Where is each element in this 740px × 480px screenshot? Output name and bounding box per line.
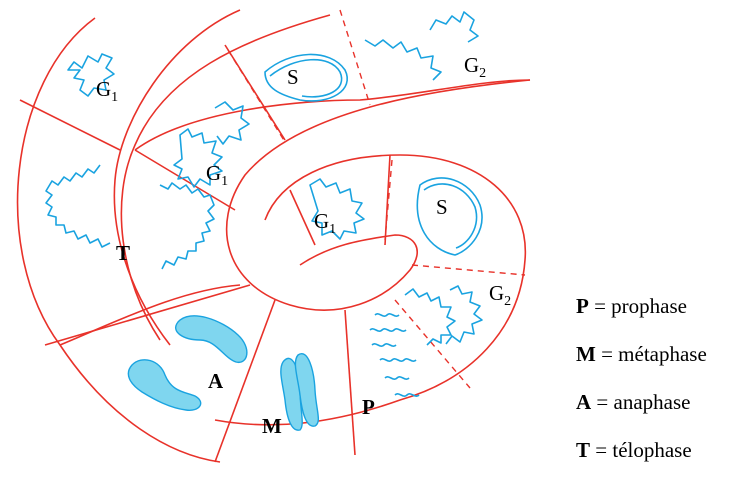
divider-t-right [134,149,236,211]
inner-ring-loop [214,154,527,426]
label-g2-inner: G2 [489,281,511,309]
label-g1-inner: G1 [314,209,336,237]
dashed-s-g2 [339,9,371,106]
label-s-inner: S [436,195,448,219]
chromosome-s-inner [416,177,483,256]
chromosome-g2-inner [404,285,483,346]
divider-a-m [214,299,276,463]
label-g1-outer: G1 [96,77,118,105]
chromosome-telophase-right [159,182,215,270]
chromosome-telophase-left [45,164,111,248]
label-p: P [362,395,375,419]
divider-m-p [344,309,356,456]
legend-key-a: A [576,390,592,414]
phase-labels: G1 S G2 G1 G1 S G2 T A M P [96,53,511,438]
legend-key-m: M [576,342,596,366]
middle-spiral-boundary [113,9,241,346]
chromosome-g2-outer [364,11,479,81]
legend-text-anaphase: anaphase [613,390,691,414]
chromosome-drawings [45,11,483,397]
chromosome-g1-middle [173,128,223,188]
chromosome-prophase [369,313,420,397]
legend-text-prophase: prophase [611,294,687,318]
dashed-inner-s [384,159,393,241]
dashed-p-g2 [394,299,471,389]
label-m: M [262,414,282,438]
dashed-inner-g2 [411,264,526,276]
chromatid-anaphase-upper [175,315,248,363]
label-t: T [116,241,130,265]
chromosome-s-outer-2 [269,58,343,98]
legend-key-p: P [576,294,589,318]
chromosome-g1-inner [309,178,365,240]
dashed-g1-s-upper [227,49,286,143]
dashed-dividers [227,9,526,389]
divider-t-left [19,99,121,151]
legend-row-prophase: P = prophase [576,294,687,318]
outer-spiral-boundary [16,17,221,463]
legend-key-t: T [576,438,591,462]
label-a: A [208,369,224,393]
chromatid-anaphase-lower [127,359,202,411]
divider-lower-t [44,284,251,346]
chromatid-metaphase-right [294,352,320,427]
legend-row-metaphase: M = métaphase [576,342,707,366]
legend-text-metaphase: métaphase [618,342,707,366]
label-g1-middle: G1 [206,161,228,189]
chromatids [127,315,320,431]
chromosome-g1-outer [67,53,115,97]
phase-legend: P = prophase M = métaphase A = anaphase … [576,288,740,480]
legend-row-telophase: T = télophase [576,438,692,462]
chromosome-s-inner-2 [423,183,478,249]
divider-inner-g1 [289,189,316,246]
upper-ring-boundary [134,79,531,151]
chromosome-g1-middle-2 [214,101,250,145]
legend-text-telophase: télophase [612,438,692,462]
middle-ring-loop [225,79,531,311]
label-g2-outer: G2 [464,53,486,81]
spiral-outlines [16,9,531,463]
label-s-outer: S [287,65,299,89]
lower-outer-boundary [59,284,241,346]
telophase-arm-boundary [120,14,331,341]
chromosome-s-outer [264,53,348,102]
cell-cycle-spiral-diagram: G1 S G2 G1 G1 S G2 T A M P [16,9,531,463]
legend-row-anaphase: A = anaphase [576,390,691,414]
